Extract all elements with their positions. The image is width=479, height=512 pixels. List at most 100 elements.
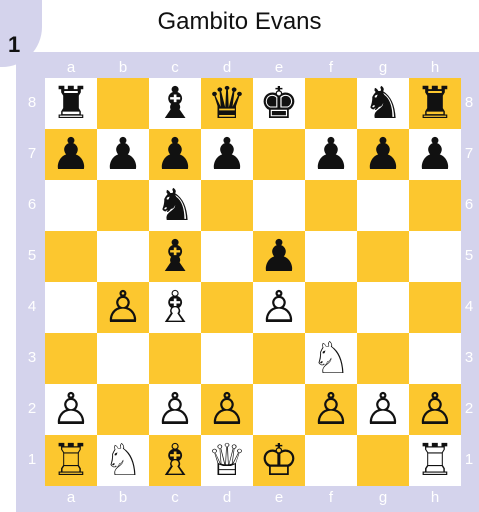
square-f8[interactable] (305, 78, 357, 129)
square-c1[interactable]: ♗ (149, 435, 201, 486)
square-b8[interactable] (97, 78, 149, 129)
square-d1[interactable]: ♕ (201, 435, 253, 486)
black-queen-icon[interactable]: ♛ (207, 82, 246, 126)
square-g2[interactable]: ♙ (357, 384, 409, 435)
square-e2[interactable] (253, 384, 305, 435)
black-knight-icon[interactable]: ♞ (155, 184, 194, 228)
square-h4[interactable] (409, 282, 461, 333)
square-b6[interactable] (97, 180, 149, 231)
square-c7[interactable]: ♟ (149, 129, 201, 180)
square-f7[interactable]: ♟ (305, 129, 357, 180)
white-knight-icon[interactable]: ♘ (311, 337, 350, 381)
white-rook-icon[interactable]: ♖ (51, 439, 90, 483)
square-e3[interactable] (253, 333, 305, 384)
white-pawn-icon[interactable]: ♙ (103, 286, 142, 330)
square-d8[interactable]: ♛ (201, 78, 253, 129)
square-d7[interactable]: ♟ (201, 129, 253, 180)
black-pawn-icon[interactable]: ♟ (51, 133, 90, 177)
square-b1[interactable]: ♘ (97, 435, 149, 486)
black-knight-icon[interactable]: ♞ (363, 82, 402, 126)
rank-label-right-6: 6 (461, 197, 477, 212)
square-d6[interactable] (201, 180, 253, 231)
square-h7[interactable]: ♟ (409, 129, 461, 180)
square-b7[interactable]: ♟ (97, 129, 149, 180)
square-g3[interactable] (357, 333, 409, 384)
white-pawn-icon[interactable]: ♙ (363, 388, 402, 432)
square-a3[interactable] (45, 333, 97, 384)
square-c8[interactable]: ♝ (149, 78, 201, 129)
square-e7[interactable] (253, 129, 305, 180)
white-pawn-icon[interactable]: ♙ (311, 388, 350, 432)
square-g1[interactable] (357, 435, 409, 486)
square-a7[interactable]: ♟ (45, 129, 97, 180)
black-bishop-icon[interactable]: ♝ (155, 235, 194, 279)
black-pawn-icon[interactable]: ♟ (415, 133, 454, 177)
white-knight-icon[interactable]: ♘ (103, 439, 142, 483)
square-g6[interactable] (357, 180, 409, 231)
square-h3[interactable] (409, 333, 461, 384)
black-bishop-icon[interactable]: ♝ (155, 82, 194, 126)
white-pawn-icon[interactable]: ♙ (155, 388, 194, 432)
square-c6[interactable]: ♞ (149, 180, 201, 231)
square-b4[interactable]: ♙ (97, 282, 149, 333)
square-a8[interactable]: ♜ (45, 78, 97, 129)
white-pawn-icon[interactable]: ♙ (415, 388, 454, 432)
white-rook-icon[interactable]: ♖ (415, 439, 454, 483)
square-e8[interactable]: ♚ (253, 78, 305, 129)
white-queen-icon[interactable]: ♕ (207, 439, 246, 483)
black-pawn-icon[interactable]: ♟ (363, 133, 402, 177)
black-rook-icon[interactable]: ♜ (415, 82, 454, 126)
square-c5[interactable]: ♝ (149, 231, 201, 282)
chessboard[interactable]: ♜ ♝ ♛ ♚ ♞ ♜ ♟ ♟ ♟ ♟ ♟ ♟ ♟ ♞ ♝ ♟ ♙ ♗ ♙ ♘ ♙ ♙ ♙ ♙ ♙ ♙ ♖ ♘ ♗ ♕ ♔ ♖ (45, 78, 461, 486)
square-c2[interactable]: ♙ (149, 384, 201, 435)
black-pawn-icon[interactable]: ♟ (259, 235, 298, 279)
square-g8[interactable]: ♞ (357, 78, 409, 129)
white-pawn-icon[interactable]: ♙ (207, 388, 246, 432)
black-pawn-icon[interactable]: ♟ (311, 133, 350, 177)
square-g4[interactable] (357, 282, 409, 333)
square-h5[interactable] (409, 231, 461, 282)
black-pawn-icon[interactable]: ♟ (155, 133, 194, 177)
square-g5[interactable] (357, 231, 409, 282)
square-f1[interactable] (305, 435, 357, 486)
square-g7[interactable]: ♟ (357, 129, 409, 180)
square-f6[interactable] (305, 180, 357, 231)
white-king-icon[interactable]: ♔ (259, 439, 298, 483)
square-b2[interactable] (97, 384, 149, 435)
white-pawn-icon[interactable]: ♙ (51, 388, 90, 432)
white-pawn-icon[interactable]: ♙ (259, 286, 298, 330)
square-f3[interactable]: ♘ (305, 333, 357, 384)
square-h6[interactable] (409, 180, 461, 231)
square-h1[interactable]: ♖ (409, 435, 461, 486)
square-f5[interactable] (305, 231, 357, 282)
black-rook-icon[interactable]: ♜ (51, 82, 90, 126)
square-a5[interactable] (45, 231, 97, 282)
square-a4[interactable] (45, 282, 97, 333)
square-e1[interactable]: ♔ (253, 435, 305, 486)
black-king-icon[interactable]: ♚ (259, 82, 298, 126)
square-a2[interactable]: ♙ (45, 384, 97, 435)
square-h2[interactable]: ♙ (409, 384, 461, 435)
square-d5[interactable] (201, 231, 253, 282)
file-label-bottom-g: g (357, 490, 409, 505)
square-b5[interactable] (97, 231, 149, 282)
white-bishop-icon[interactable]: ♗ (155, 439, 194, 483)
square-f2[interactable]: ♙ (305, 384, 357, 435)
square-d2[interactable]: ♙ (201, 384, 253, 435)
square-d3[interactable] (201, 333, 253, 384)
square-c3[interactable] (149, 333, 201, 384)
square-e4[interactable]: ♙ (253, 282, 305, 333)
square-e5[interactable]: ♟ (253, 231, 305, 282)
square-e6[interactable] (253, 180, 305, 231)
square-d4[interactable] (201, 282, 253, 333)
file-label-top-d: d (201, 60, 253, 75)
square-b3[interactable] (97, 333, 149, 384)
square-a1[interactable]: ♖ (45, 435, 97, 486)
square-c4[interactable]: ♗ (149, 282, 201, 333)
black-pawn-icon[interactable]: ♟ (103, 133, 142, 177)
black-pawn-icon[interactable]: ♟ (207, 133, 246, 177)
square-h8[interactable]: ♜ (409, 78, 461, 129)
white-bishop-icon[interactable]: ♗ (155, 286, 194, 330)
square-f4[interactable] (305, 282, 357, 333)
square-a6[interactable] (45, 180, 97, 231)
